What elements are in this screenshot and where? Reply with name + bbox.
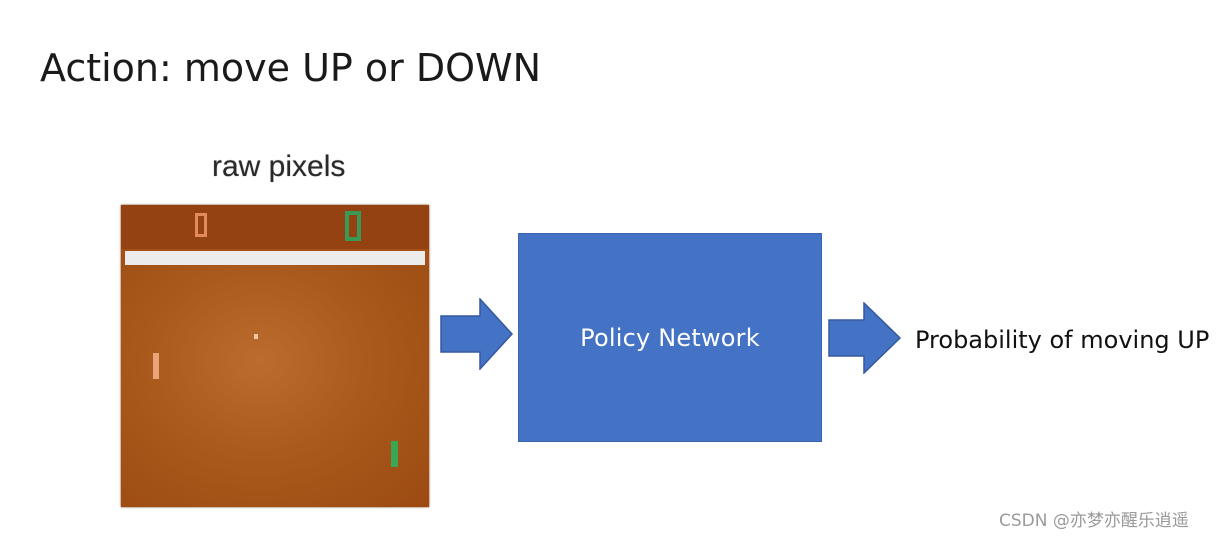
playfield [121, 265, 429, 507]
slide-title: Action: move UP or DOWN [40, 46, 542, 90]
policy-to-output-arrow [828, 302, 902, 374]
policy-network-box: Policy Network [518, 233, 822, 442]
ball [254, 334, 258, 339]
pong-game-frame [121, 205, 429, 507]
watermark: CSDN @亦梦亦醒乐逍遥 [999, 511, 1189, 531]
left-paddle [153, 353, 159, 379]
policy-network-label: Policy Network [580, 323, 760, 352]
raw-pixels-label: raw pixels [212, 150, 346, 183]
input-to-policy-arrow [440, 298, 514, 370]
left-score-digit [195, 213, 207, 237]
score-bar [121, 205, 429, 249]
top-wall [125, 251, 425, 265]
right-score-digit [345, 211, 361, 241]
output-label: Probability of moving UP [915, 326, 1210, 354]
right-paddle [391, 441, 398, 467]
